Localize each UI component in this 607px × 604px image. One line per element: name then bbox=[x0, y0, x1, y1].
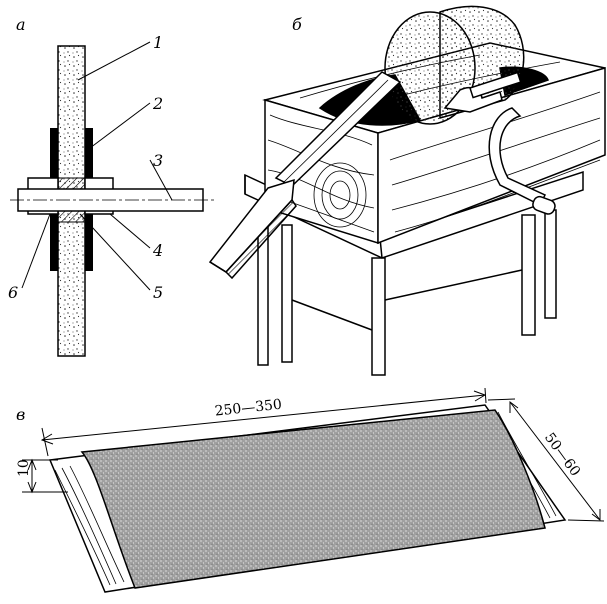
leader-lines bbox=[21, 41, 173, 291]
thickness-dimension: 10 bbox=[16, 459, 32, 477]
callout-5: 5 bbox=[153, 283, 163, 302]
stand-legs bbox=[257, 204, 557, 376]
width-dimension: 50—60 bbox=[541, 430, 583, 480]
callout-6: 6 bbox=[8, 283, 18, 302]
panel-b: б bbox=[208, 5, 606, 376]
panel-a-letter: а bbox=[16, 15, 26, 34]
crank-handle bbox=[488, 107, 556, 215]
length-dimension: 250—350 bbox=[214, 397, 283, 420]
panel-b-letter: б bbox=[292, 15, 302, 34]
whetstone-bar bbox=[48, 404, 567, 593]
axle-bearing bbox=[443, 71, 522, 113]
callout-4: 4 bbox=[152, 241, 163, 260]
callout-3: 3 bbox=[153, 151, 163, 170]
callout-1: 1 bbox=[153, 33, 163, 52]
panel-v: в bbox=[16, 387, 605, 593]
dimension-lines bbox=[22, 387, 605, 522]
shaft bbox=[10, 188, 215, 212]
panel-v-letter: в bbox=[16, 405, 25, 424]
panel-a: а 1 2 3 4 5 6 bbox=[8, 15, 215, 357]
tool-rest-and-blade bbox=[208, 71, 402, 280]
callout-2: 2 bbox=[152, 94, 163, 113]
